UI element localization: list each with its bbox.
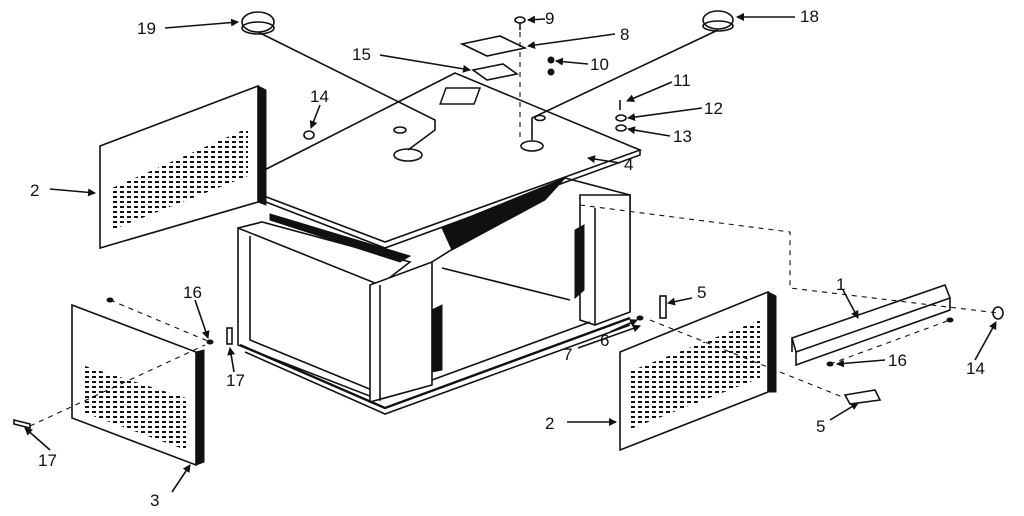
callout-11: 11 xyxy=(673,71,691,90)
side-panel-upper-left xyxy=(99,84,267,250)
callout-4: 4 xyxy=(624,155,633,174)
callout-17-left: 17 xyxy=(38,451,57,470)
cabinet-sleeve xyxy=(237,177,631,415)
callout-17-mid: 17 xyxy=(226,371,245,390)
callout-labels: 19 18 9 8 10 15 11 12 13 4 14 2 1 14 5 6… xyxy=(30,7,985,510)
callout-19: 19 xyxy=(137,19,156,38)
side-panel-right xyxy=(619,290,777,452)
callout-7: 7 xyxy=(563,345,572,364)
mounting-rail xyxy=(791,283,952,367)
side-panel-lower-left xyxy=(71,303,205,467)
callout-13: 13 xyxy=(673,127,692,146)
callout-3: 3 xyxy=(150,491,159,510)
callout-12: 12 xyxy=(704,99,723,118)
callout-10: 10 xyxy=(590,55,609,74)
callout-15: 15 xyxy=(352,45,371,64)
callout-18: 18 xyxy=(800,7,819,26)
callout-2-upper: 2 xyxy=(30,181,39,200)
callout-6: 6 xyxy=(600,331,609,350)
assembly-lines xyxy=(29,29,999,427)
callout-1: 1 xyxy=(836,275,845,294)
callout-14-right: 14 xyxy=(966,359,985,378)
callout-5-top: 5 xyxy=(697,283,706,302)
callout-9: 9 xyxy=(545,9,554,28)
leader-arrows xyxy=(24,13,997,493)
callout-8: 8 xyxy=(620,25,629,44)
callout-16-right: 16 xyxy=(888,351,907,370)
callout-16-left: 16 xyxy=(183,283,202,302)
callout-5-bottom: 5 xyxy=(816,417,825,436)
callout-2-right: 2 xyxy=(545,414,554,433)
callout-14-top: 14 xyxy=(310,87,329,106)
